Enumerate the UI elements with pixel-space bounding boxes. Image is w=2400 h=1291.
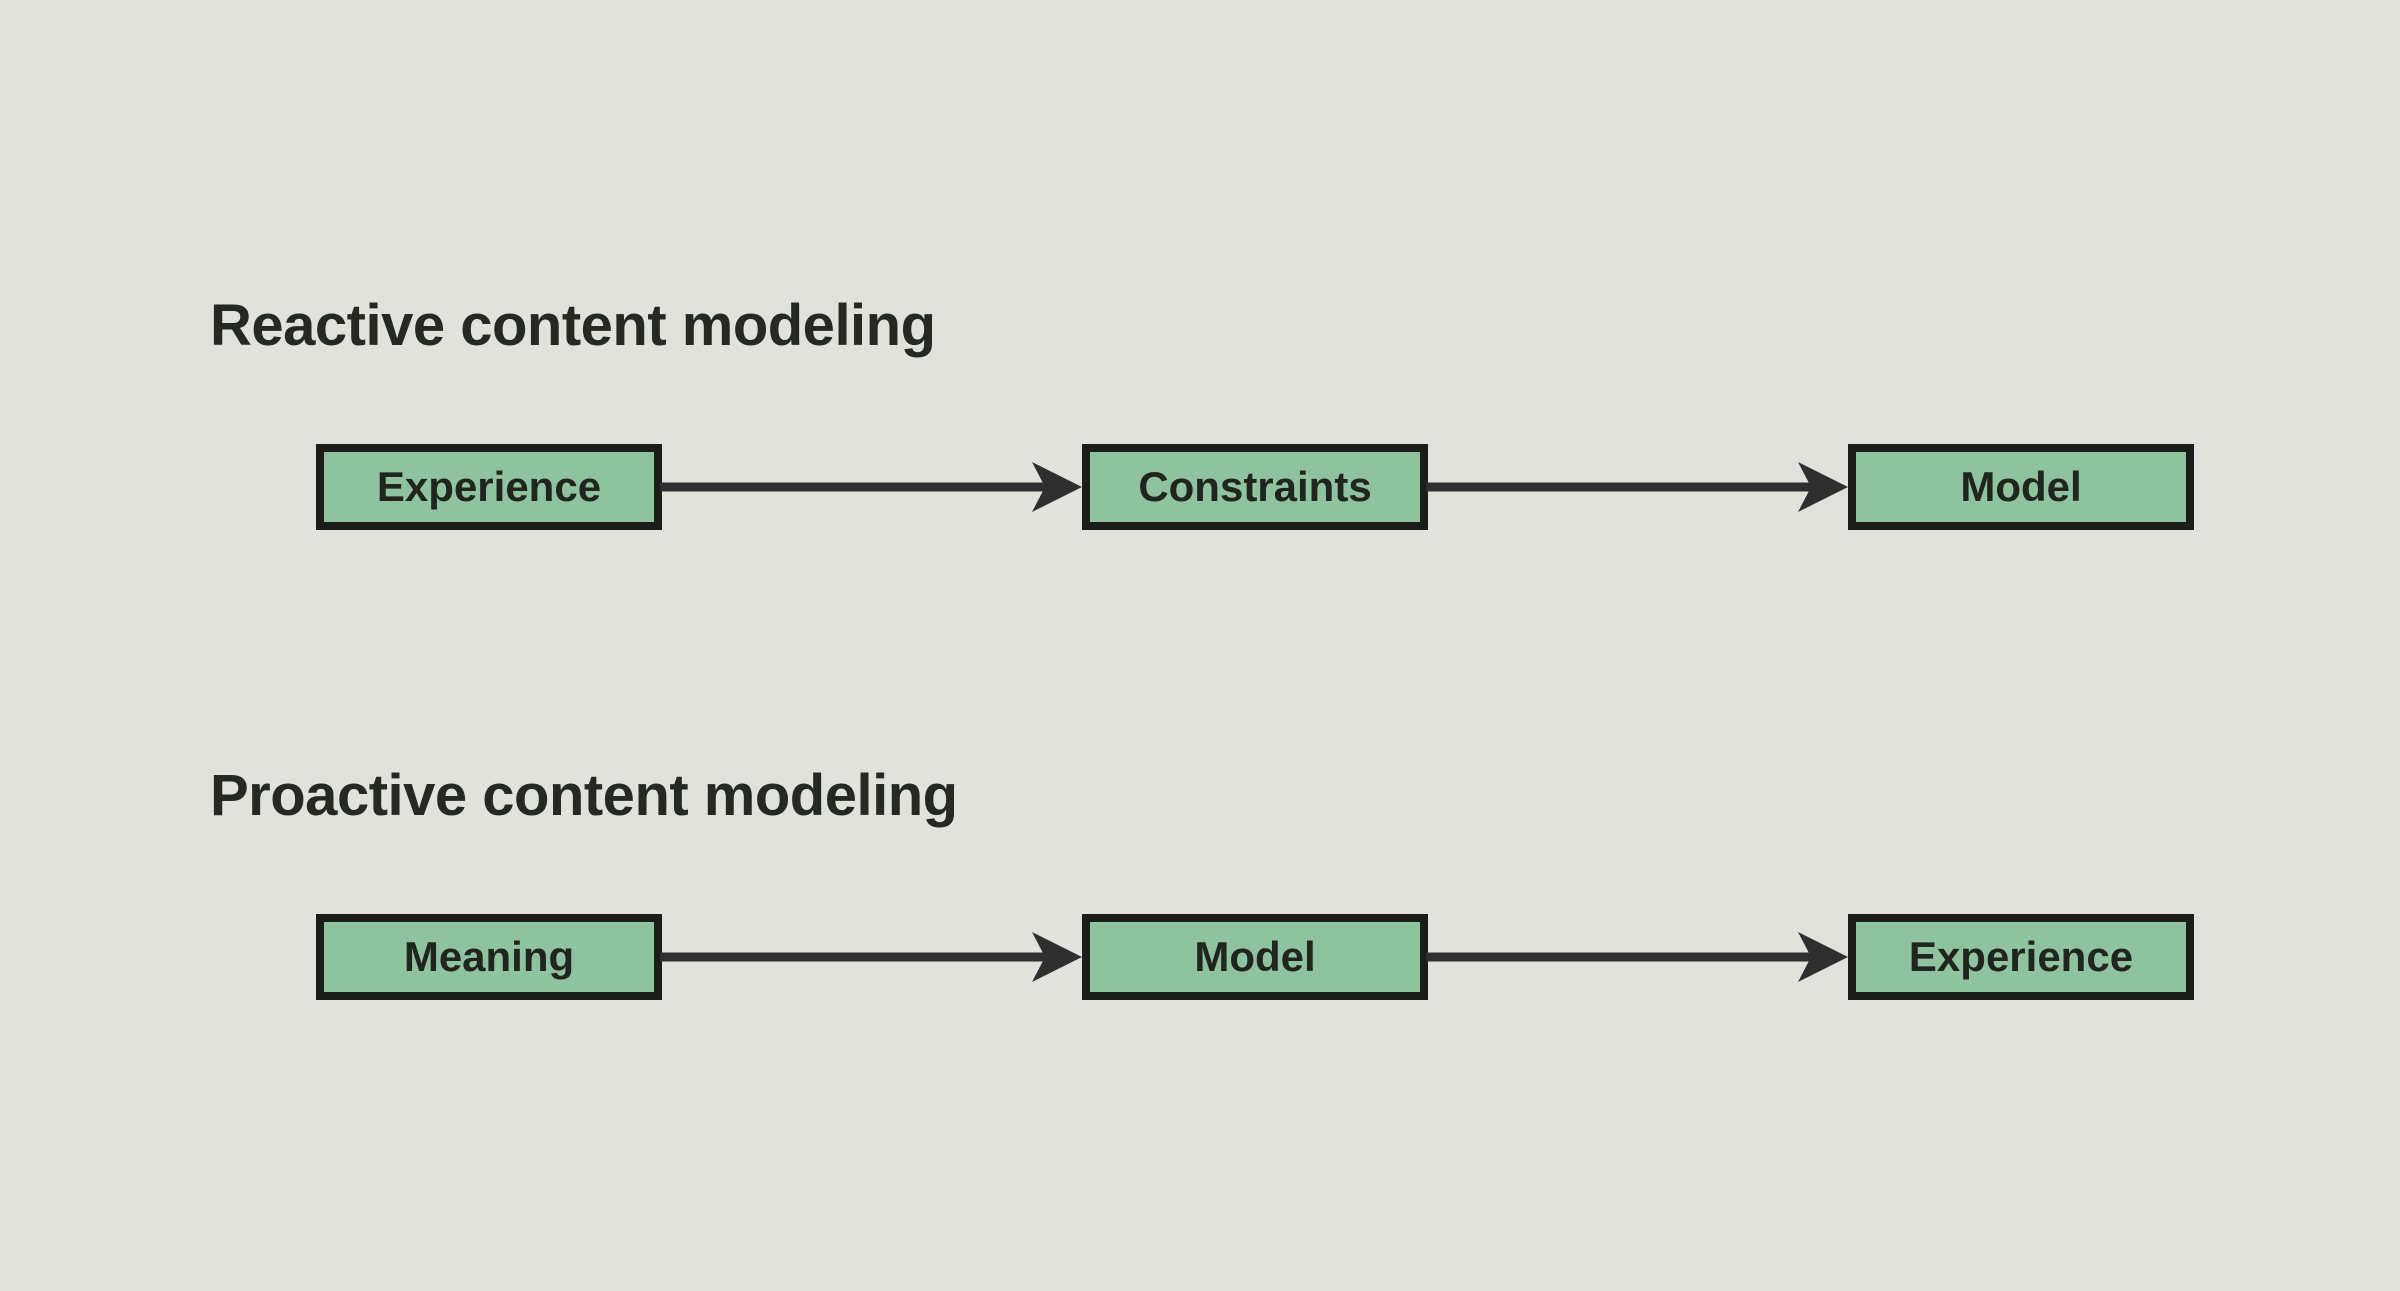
node-label: Constraints [1138,463,1372,510]
node-label: Experience [1908,933,2134,980]
node-model-reactive: Model [1848,444,2194,530]
section-title-reactive: Reactive content modeling [210,293,936,358]
node-label: Model [1194,933,1316,980]
arrow-right-icon [660,462,1082,512]
node-label: Experience [376,463,602,510]
node-experience-proactive: Experience [1848,914,2194,1000]
node-label: Meaning [403,933,575,980]
node-experience-reactive: Experience [316,444,662,530]
arrow-right-icon [1426,932,1848,982]
node-constraints-reactive: Constraints [1082,444,1428,530]
section-title-proactive: Proactive content modeling [210,763,958,828]
node-model-proactive: Model [1082,914,1428,1000]
arrow-right-icon [660,932,1082,982]
arrow-right-icon [1426,462,1848,512]
node-meaning-proactive: Meaning [316,914,662,1000]
node-label: Model [1960,463,2082,510]
